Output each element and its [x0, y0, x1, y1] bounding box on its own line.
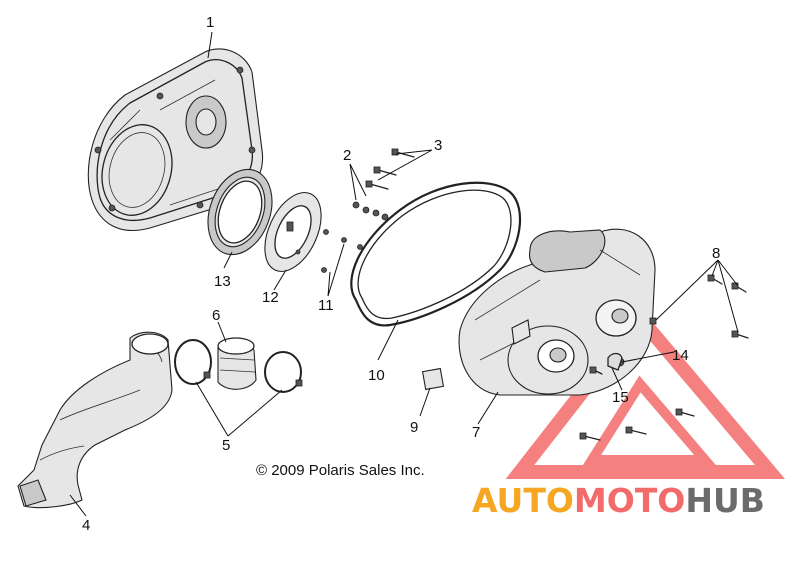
part-label-decal	[421, 367, 445, 391]
part-drive-belt	[350, 181, 522, 327]
callout-11: 11	[318, 297, 334, 314]
callout-8: 8	[712, 245, 720, 262]
watermark-text: AUTOMOTOHUB	[472, 481, 765, 520]
callout-4: 4	[82, 517, 90, 534]
part-inner-cover	[87, 48, 264, 232]
watermark-moto: MOTO	[574, 481, 685, 520]
part-plate	[264, 192, 322, 272]
bolts-right	[579, 274, 749, 441]
callout-9: 9	[410, 419, 418, 436]
callout-14: 14	[672, 347, 689, 364]
callout-labels: 1 2 3 4 5 6 7 8 9 10 11 12 13 14 15	[82, 14, 720, 534]
callout-12: 12	[262, 289, 279, 306]
watermark-inner-triangle	[582, 375, 716, 465]
part-coupler	[174, 337, 303, 393]
part-air-duct	[17, 331, 173, 509]
callout-3: 3	[434, 137, 442, 154]
bolts-top	[365, 148, 415, 190]
watermark-auto: AUTO	[472, 481, 574, 520]
callout-15: 15	[612, 389, 629, 406]
callout-13: 13	[214, 273, 231, 290]
callout-10: 10	[368, 367, 385, 384]
part-seal-ring	[207, 168, 273, 256]
callout-5: 5	[222, 437, 230, 454]
callout-2: 2	[343, 147, 351, 164]
callout-1: 1	[206, 14, 214, 31]
watermark-hub: HUB	[685, 481, 765, 520]
copyright-notice: © 2009 Polaris Sales Inc.	[256, 462, 425, 479]
fasteners-small	[321, 201, 389, 273]
part-outer-cover	[458, 228, 656, 396]
callout-6: 6	[212, 307, 220, 324]
callout-7: 7	[472, 424, 480, 441]
leader-lines	[69, 31, 739, 517]
part-retainer	[607, 352, 625, 371]
